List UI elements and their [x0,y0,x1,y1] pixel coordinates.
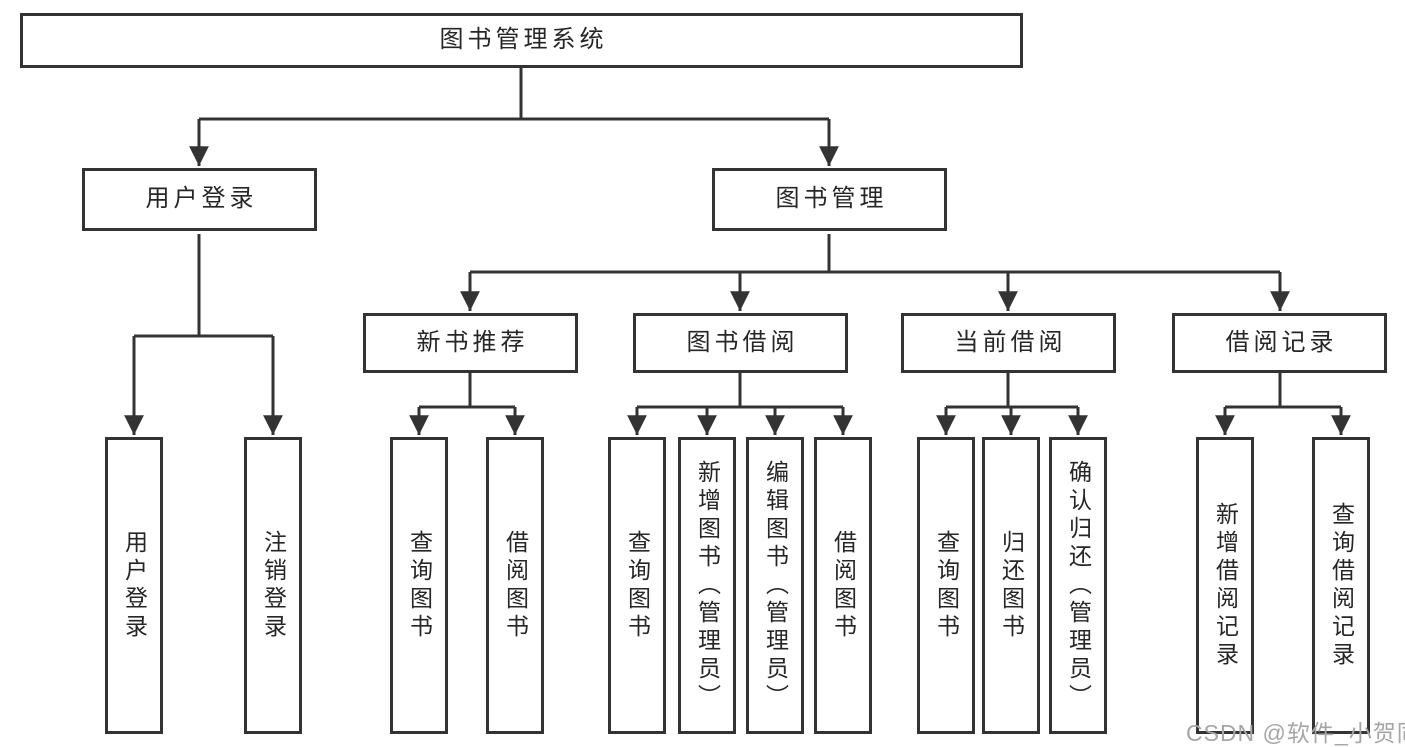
node-cb-return-books-label: 归还图书 [998,529,1025,642]
node-bb-edit-books-admin: 编辑图书（管理员） [746,437,804,734]
node-current-borrowing-label: 当前借阅 [954,328,1067,356]
node-user-login-label: 用户登录 [121,529,148,642]
node-book-borrowing-label: 图书借阅 [686,328,799,356]
node-nb-query-books-label: 查询图书 [406,529,433,642]
node-cb-return-books: 归还图书 [982,437,1040,734]
csdn-watermark: CSDN @软件_小贺同学 [1186,720,1405,746]
node-bb-query-books: 查询图书 [608,437,666,734]
node-cb-confirm-return-admin: 确认归还（管理员） [1049,437,1107,734]
node-cb-query-books-label: 查询图书 [933,529,960,642]
node-root: 图书管理系统 [20,13,1023,68]
node-bb-query-books-label: 查询图书 [624,529,651,642]
node-user-login: 用户登录 [105,437,163,734]
node-bb-borrow-books-label: 借阅图书 [830,529,857,642]
tree-branch-lines [134,66,1341,409]
node-bb-borrow-books: 借阅图书 [814,437,872,734]
node-bb-edit-books-admin-label: 编辑图书（管理员） [762,459,789,712]
node-nb-borrow-books: 借阅图书 [486,437,544,734]
node-bb-add-books-admin-label: 新增图书（管理员） [694,459,721,712]
node-borrowing-records-label: 借阅记录 [1225,328,1338,356]
node-book-management-label: 图书管理 [775,185,888,213]
node-current-borrowing: 当前借阅 [901,313,1116,373]
node-new-book-recommend-label: 新书推荐 [416,328,529,356]
node-root-label: 图书管理系统 [439,26,608,54]
node-cb-query-books: 查询图书 [917,437,975,734]
arrow-connectors [124,119,1351,435]
node-bb-add-books-admin: 新增图书（管理员） [678,437,736,734]
node-book-management: 图书管理 [712,168,947,231]
node-user-login-group-label: 用户登录 [145,185,258,213]
node-new-book-recommend: 新书推荐 [363,313,578,373]
node-borrowing-records: 借阅记录 [1172,313,1387,373]
node-logout: 注销登录 [244,437,302,734]
node-nb-borrow-books-label: 借阅图书 [502,529,529,642]
node-cb-confirm-return-admin-label: 确认归还（管理员） [1065,459,1092,712]
node-br-query-record-label: 查询借阅记录 [1328,501,1355,670]
node-user-login-group: 用户登录 [82,168,317,231]
node-logout-label: 注销登录 [260,529,287,642]
node-nb-query-books: 查询图书 [390,437,448,734]
node-br-add-record: 新增借阅记录 [1196,437,1254,734]
node-br-query-record: 查询借阅记录 [1312,437,1370,734]
node-book-borrowing: 图书借阅 [633,313,848,373]
node-br-add-record-label: 新增借阅记录 [1212,501,1239,670]
